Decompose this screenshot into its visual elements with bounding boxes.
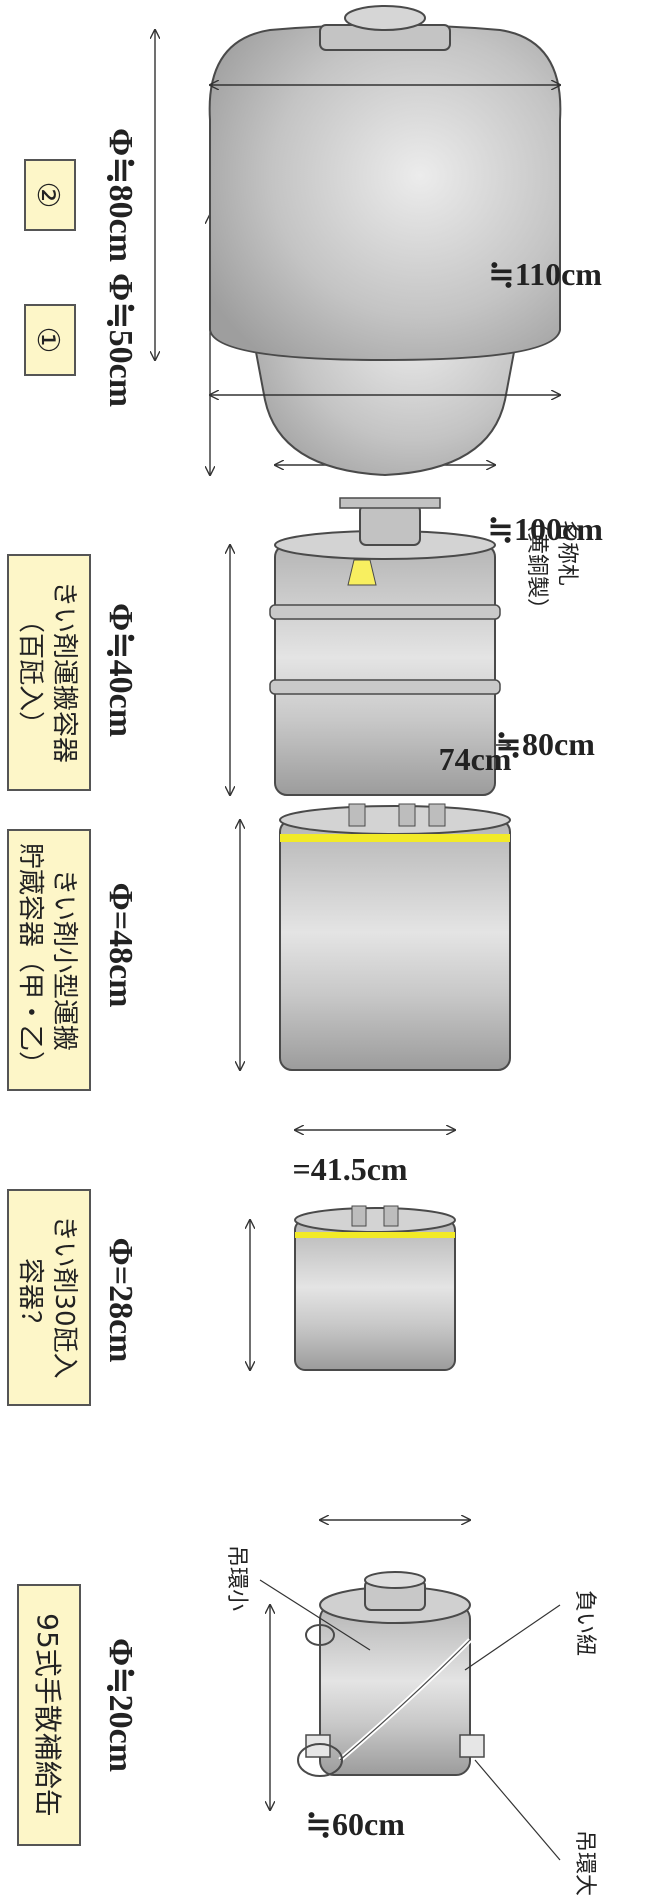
container-100-group (230, 465, 501, 796)
diameter-jar1: Φ≒50cm (102, 273, 139, 407)
height-95: ≒60cm (305, 1806, 405, 1842)
container-small-group (240, 745, 511, 1071)
label-box-30: きい剤30瓩入 容器？ (7, 1189, 91, 1406)
container-95-body (297, 1571, 485, 1777)
label-small-line1: きい剤小型運搬 (49, 869, 79, 1051)
callout-strap: 負い紐 (572, 1590, 597, 1656)
dimension-labels: Φ≒20cm Φ=28cm Φ=48cm Φ≒40cm Φ≒50cm Φ≒80c… (102, 128, 139, 1772)
diameter-30: Φ=28cm (102, 1238, 139, 1363)
label-100-line1: きい剤運搬容器 (49, 581, 79, 763)
container-95-group (259, 1520, 561, 1861)
label-100-line2: （百瓩入） (15, 607, 45, 737)
diameter-small: Φ=48cm (102, 883, 139, 1008)
diameter-100: Φ≒40cm (102, 603, 139, 737)
height-jar1: ≒100cm (487, 511, 603, 547)
label-box-jar2: ② (24, 159, 76, 231)
label-30-line1: きい剤30瓩入 (49, 1215, 79, 1378)
label-95-line1: 95式手散補給缶 (31, 1613, 64, 1817)
callout-ring-large: 吊環大 (572, 1830, 597, 1896)
label-box-small: きい剤小型運搬 貯蔵容器（甲・乙） (7, 829, 91, 1091)
height-30: =41.5cm (292, 1151, 407, 1187)
diameter-jar2: Φ≒80cm (102, 128, 139, 262)
callout-ring-small: 吊環小 (224, 1545, 249, 1611)
label-box-100: きい剤運搬容器 （百瓩入） (7, 554, 91, 791)
rotated-layout: Φ≒20cm Φ=28cm Φ=48cm Φ≒40cm Φ≒50cm Φ≒80c… (7, 5, 603, 1896)
container-30-group (250, 1130, 456, 1371)
label-box-jar1: ① (24, 304, 76, 376)
diameter-95: Φ≒20cm (102, 1638, 139, 1772)
jar-2-group (155, 5, 562, 395)
label-jar1: ① (30, 327, 65, 354)
label-small-line2: 貯蔵容器（甲・乙） (15, 843, 45, 1077)
height-labels: ≒60cm =41.5cm 74cm ≒80cm ≒100cm ≒110cm (292, 256, 603, 1842)
callout-nameplate-material: （黄銅製） (524, 510, 549, 620)
height-jar2: ≒110cm (488, 256, 602, 292)
label-jar2: ② (30, 182, 65, 209)
callout-nameplate: 名称札 (554, 520, 579, 586)
label-box-95: 95式手散補給缶 (17, 1584, 81, 1846)
height-small: 74cm (439, 741, 512, 777)
name-labels: 95式手散補給缶 きい剤30瓩入 容器？ きい剤小型運搬 貯蔵容器（甲・乙） き… (7, 159, 91, 1846)
height-100: ≒80cm (495, 726, 595, 762)
callout-labels: 負い紐 吊環大 吊環小 名称札 （黄銅製） (224, 510, 597, 1896)
label-30-line2: 容器？ (15, 1258, 45, 1336)
